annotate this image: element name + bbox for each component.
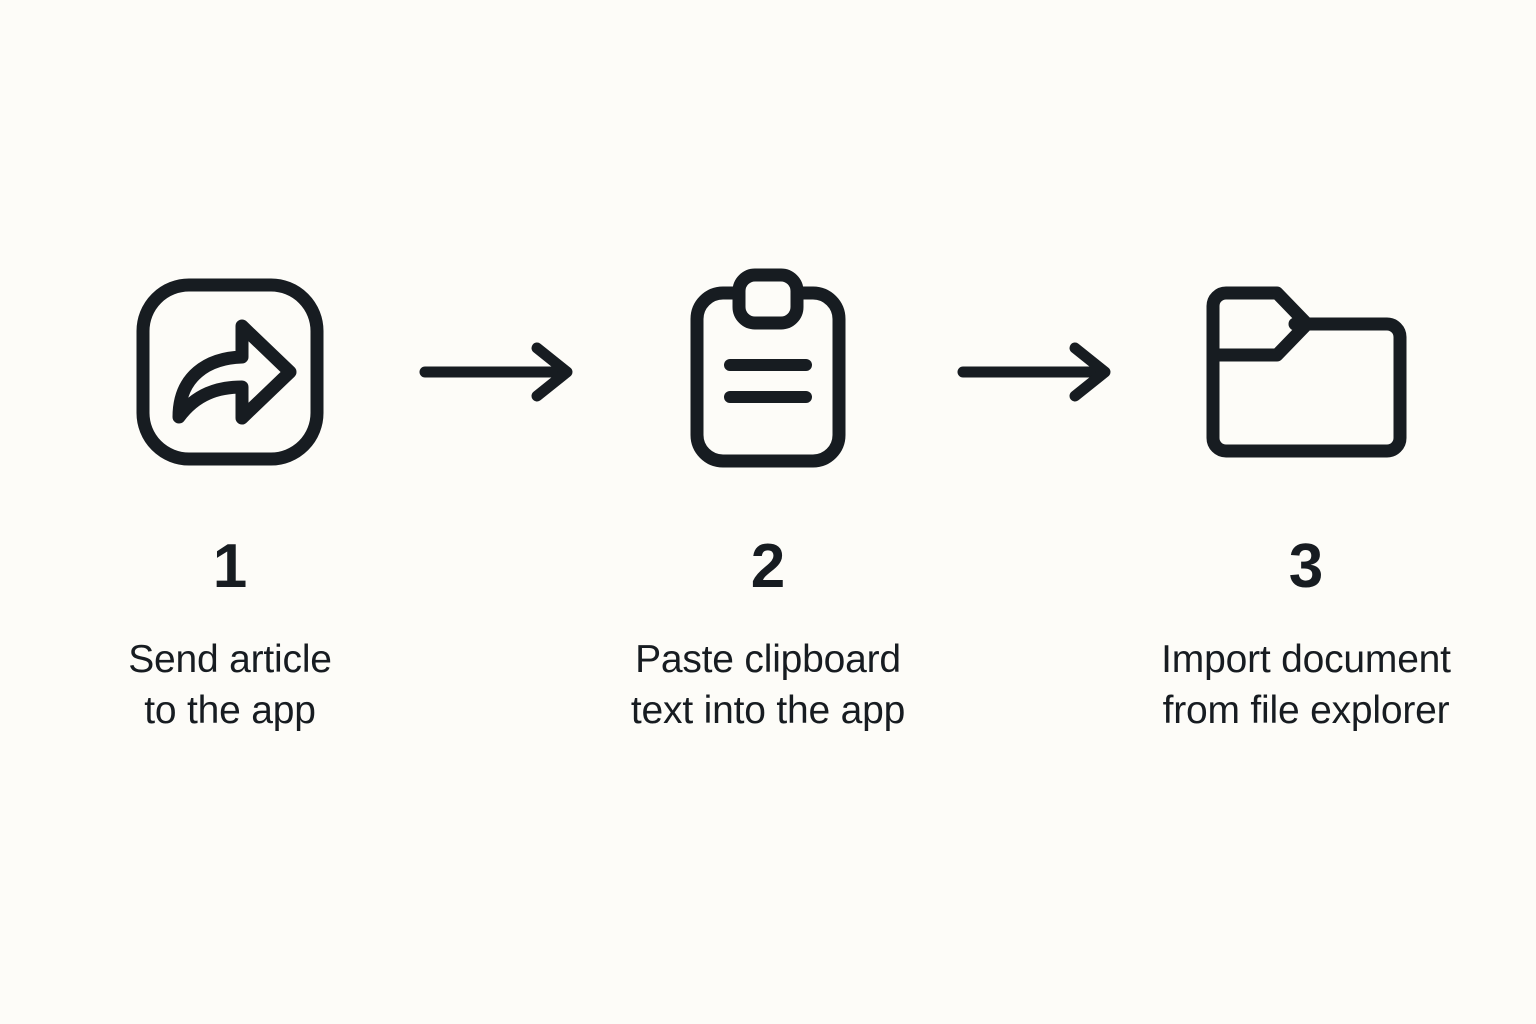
- share-arrow-in-rounded-square-icon: [136, 278, 324, 466]
- step-2-icon-container: [668, 256, 868, 488]
- step-3-icon-container: [1199, 256, 1414, 488]
- step-1-icon-container: [130, 256, 330, 488]
- step-3: 3 Import document from file explorer: [1126, 256, 1486, 737]
- step-1-number: 1: [212, 532, 248, 601]
- step-3-label: Import document from file explorer: [1161, 638, 1451, 733]
- clipboard-with-lines-icon: [690, 268, 846, 468]
- arrow-right-icon: [419, 342, 573, 402]
- step-1: 1 Send article to the app: [50, 256, 410, 737]
- step-2-number: 2: [750, 532, 786, 601]
- folder-icon: [1206, 286, 1406, 457]
- step-1-label: Send article to the app: [128, 638, 332, 733]
- step-2: 2 Paste clipboard text into the app: [588, 256, 948, 737]
- step-flow: 1 Send article to the app 2 Paste clipbo…: [0, 256, 1536, 737]
- step-2-label: Paste clipboard text into the app: [630, 638, 906, 733]
- arrow-right-icon: [957, 342, 1111, 402]
- step-3-number: 3: [1288, 532, 1324, 601]
- connector-1: [410, 256, 588, 488]
- connector-2: [948, 256, 1126, 488]
